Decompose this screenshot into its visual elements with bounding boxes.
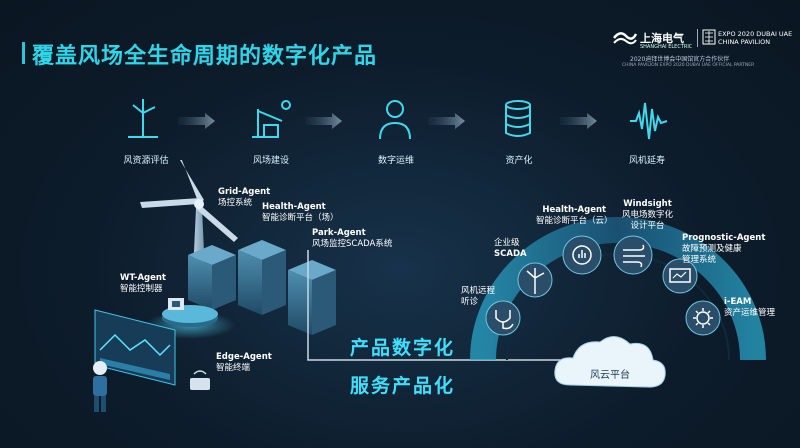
wind-flow-icon [613,235,653,275]
windsight-label: Windsight 风电场数字化 设计平台 [622,199,673,232]
expo-line-2: CHINA PAVILION [718,38,771,46]
wind-turbine-icon [128,99,158,138]
health-agent-cloud-name: Health-Agent [542,205,607,215]
enterprise-scada-label: 企业级 SCADA [494,238,527,260]
prognostic-agent-l2: 故障预测及健康 [682,244,742,254]
wt-agent-name: WT-Agent [120,273,166,283]
ieam-label: i-EAM 资产运维管理 [724,297,775,319]
china-pavilion-logo [702,29,716,45]
park-agent-desc: 风场监控SCADA系统 [312,239,393,249]
remote-auscultation-label: 风机远程 听诊 [461,286,495,308]
step-arrow [305,113,342,129]
slogan-product-digitalization: 产品数字化 [350,337,456,359]
operator-figure [93,361,107,412]
health-agent-field-desc: 智能诊断平台（场） [262,213,339,223]
edge-agent-desc: 智能终端 [216,363,251,373]
cloud-platform-icon [554,336,666,388]
page-title: 覆盖风场全生命周期的数字化产品 [32,44,378,69]
remote-auscultation-l2: 听诊 [461,297,479,307]
enterprise-scada-l2: SCADA [494,249,527,259]
brand-name-cn: 上海电气 [640,32,684,45]
edge-agent-name: Edge-Agent [216,352,272,362]
cloud-services-arc [470,217,766,388]
step-arrow [178,113,215,129]
brand-name-en: SHANGHAI ELECTRIC [640,44,693,50]
monitor-chart-icon [662,258,698,294]
step-label: 资产化 [505,156,533,166]
step-arrow [428,113,465,129]
turbine-small-icon [517,262,553,298]
edge-device [190,370,210,390]
step-label: 风资源评估 [123,156,169,166]
waveform-icon [630,102,668,140]
ieam-desc: 资产运维管理 [724,308,776,318]
expo-text: EXPO 2020 DUBAI UAE CHINA PAVILION [718,30,792,46]
health-agent-field-label: Health-Agent 智能诊断平台（场） [262,202,339,224]
server-stack-grid [188,245,236,310]
lifecycle-steps-row [128,99,668,140]
title-accent-bar [22,42,25,64]
step-label: 风机延寿 [628,156,666,166]
wt-agent-label: WT-Agent 智能控制器 [120,273,166,295]
prognostic-agent-label: Prognostic-Agent 故障预测及健康 管理系统 [682,233,765,266]
park-agent-label: Park-Agent 风场监控SCADA系统 [312,228,392,250]
dashboard-panel [94,309,176,386]
remote-auscultation-l1: 风机远程 [461,286,496,296]
windsight-l3: 设计平台 [630,221,665,231]
server-stack-park [288,260,336,335]
expo-line-1: EXPO 2020 DUBAI UAE [718,30,793,38]
grid-agent-desc: 场控系统 [218,198,253,208]
edge-agent-label: Edge-Agent 智能终端 [216,352,272,374]
slogan-service-productization: 服务产品化 [350,375,456,397]
server-stack-health [238,240,286,315]
wind-farm-illustration [93,160,336,412]
diagnosis-cloud-icon [562,235,602,275]
health-agent-field-name: Health-Agent [262,202,326,212]
partner-en: CHINA PAVILION EXPO 2020 DUBAI UAE OFFIC… [622,63,755,68]
engineer-icon [379,100,411,140]
coin-stack-icon [505,100,531,137]
grid-agent-name: Grid-Agent [218,187,271,197]
cloud-platform-label: 风云平台 [590,370,630,381]
prognostic-agent-name: Prognostic-Agent [682,233,766,243]
stethoscope-icon [485,300,521,336]
brand-divider [697,29,698,47]
wt-agent-desc: 智能控制器 [120,284,163,294]
enterprise-scada-l1: 企业级 [494,238,520,248]
ieam-name: i-EAM [724,297,752,307]
shanghai-electric-logo [613,32,638,45]
step-arrow [560,113,597,129]
construction-icon [252,100,291,138]
health-agent-cloud-label: Health-Agent 智能诊断平台（云） [536,205,613,227]
step-label: 风场建设 [252,156,290,166]
prognostic-agent-l3: 管理系统 [682,255,717,265]
park-agent-name: Park-Agent [312,228,366,238]
partner-cn: 2020迪拜世博会中国馆官方合作伙伴 [630,56,730,63]
windsight-name: Windsight [623,199,672,209]
windsight-l2: 风电场数字化 [622,210,674,220]
step-label: 数字运维 [377,156,415,166]
health-agent-cloud-desc: 智能诊断平台（云） [536,216,613,226]
turbine-blades [140,160,238,242]
grid-agent-label: Grid-Agent 场控系统 [218,187,270,209]
controller-chip [168,298,184,310]
gear-icon [685,300,721,336]
